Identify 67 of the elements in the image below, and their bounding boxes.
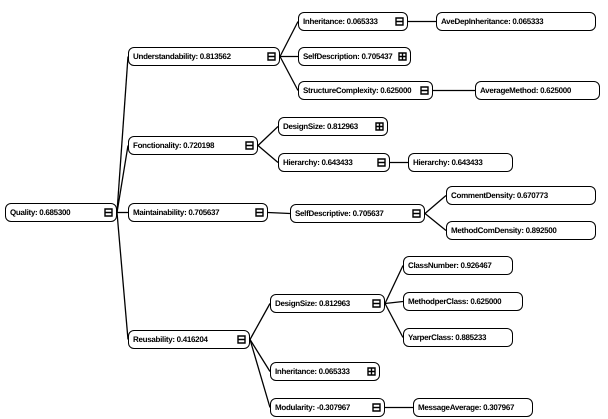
connector-line — [384, 300, 404, 304]
node-label: Quality: 0.685300 — [10, 208, 72, 217]
connector-line — [258, 145, 278, 163]
tree-node — [298, 47, 412, 66]
tree-node — [446, 221, 596, 240]
tree-node — [403, 328, 513, 347]
tree-node — [446, 186, 596, 205]
node-label: Hierarchy: 0.643433 — [283, 158, 354, 167]
node-label: Inheritance: 0.065333 — [275, 367, 351, 376]
tree-node — [298, 12, 408, 31]
node-label: CommentDensity: 0.670773 — [451, 191, 549, 200]
node-label: AveDepInheritance: 0.065333 — [441, 17, 544, 26]
tree-node — [278, 117, 388, 136]
connector-line — [408, 20, 436, 22]
connector-line — [279, 56, 299, 91]
connector-line — [249, 303, 271, 340]
node-label: Hierarchy: 0.643433 — [413, 158, 484, 167]
tree-node — [413, 398, 533, 417]
node-label: MethodComDensity: 0.892500 — [451, 226, 558, 235]
node-label: AverageMethod: 0.625000 — [480, 86, 572, 95]
tree-node — [128, 330, 250, 349]
connector-line — [385, 406, 413, 408]
connector-line — [424, 195, 446, 214]
connector-line — [384, 303, 404, 338]
connector-line — [249, 339, 271, 372]
tree-node — [128, 203, 268, 222]
connector-line — [280, 56, 298, 58]
node-label: Fonctionality: 0.720198 — [133, 141, 216, 150]
connector-line — [384, 265, 404, 304]
connector-line — [116, 145, 129, 213]
node-label: Reusability: 0.416204 — [133, 335, 209, 344]
tree-node — [270, 398, 385, 417]
connector-line — [116, 212, 129, 340]
node-label: Inheritance: 0.065333 — [303, 17, 379, 26]
tree-node — [290, 204, 425, 223]
node-label: DesignSize: 0.812963 — [275, 299, 351, 308]
node-label: MethodperClass: 0.625000 — [408, 297, 502, 306]
tree-node — [298, 81, 433, 100]
node-label: Understandability: 0.813562 — [133, 52, 232, 61]
tree-node — [128, 47, 280, 66]
node-label: SelfDescriptive: 0.705637 — [295, 209, 385, 218]
tree-node — [403, 292, 523, 311]
node-label: MessageAverage: 0.307967 — [418, 403, 516, 412]
tree-node — [128, 136, 258, 155]
connector-line — [117, 212, 128, 214]
node-label: Modularity: -0.307967 — [275, 403, 352, 412]
tree-node — [278, 153, 390, 172]
node-label: SelfDescription: 0.705437 — [303, 52, 392, 61]
connector-line — [390, 162, 408, 164]
connector-line — [268, 212, 290, 214]
tree-node — [270, 294, 385, 313]
tree-node — [270, 362, 380, 381]
tree-node — [475, 81, 600, 100]
tree-node — [436, 12, 596, 31]
connector-line — [258, 126, 278, 146]
tree-node — [408, 153, 513, 172]
tree-node — [403, 256, 513, 275]
node-label: ClassNumber: 0.926467 — [408, 261, 493, 270]
node-label: DesignSize: 0.812963 — [283, 122, 359, 131]
node-label: StructureComplexity: 0.625000 — [303, 86, 412, 95]
connector-line — [424, 213, 446, 231]
tree-node — [5, 203, 117, 222]
node-label: YarperClass: 0.885233 — [408, 333, 488, 342]
connector-line — [279, 21, 299, 57]
connector-line — [249, 339, 271, 408]
connector-line — [433, 90, 475, 92]
node-label: Maintainability: 0.705637 — [133, 208, 220, 217]
